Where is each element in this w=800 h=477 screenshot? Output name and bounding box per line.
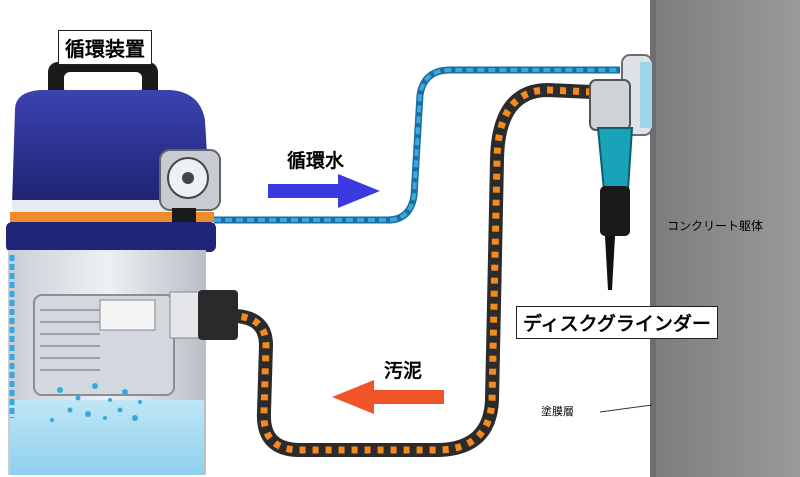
coating-layer (650, 0, 656, 477)
grinder-head (589, 79, 631, 131)
coating-leader-line (599, 404, 653, 413)
circulation-device (6, 62, 238, 475)
peristaltic-pump (159, 149, 221, 222)
concrete-body-label: コンクリート躯体 (667, 219, 764, 233)
sludge-label: 汚泥 (384, 360, 423, 382)
water-bubbles (50, 383, 142, 422)
sludge-inlet-fitting (169, 290, 238, 340)
sludge-hose-stripes (235, 86, 593, 454)
water-line (214, 68, 620, 222)
disc-grinder-label: ディスクグラインダー (516, 306, 718, 339)
sludge-flow-arrow (332, 380, 444, 414)
device-label: 循環装置 (58, 30, 152, 65)
device-lower-band (6, 222, 216, 252)
concrete-wall (655, 0, 800, 477)
water-flow-arrow (268, 174, 380, 208)
circulating-water-label: 循環水 (287, 150, 345, 172)
tank-water (10, 400, 204, 475)
disc-grinder (589, 54, 653, 290)
grinder-cord (605, 236, 615, 290)
grinder-body (596, 127, 634, 191)
coating-layer-label: 塗膜層 (541, 405, 574, 418)
